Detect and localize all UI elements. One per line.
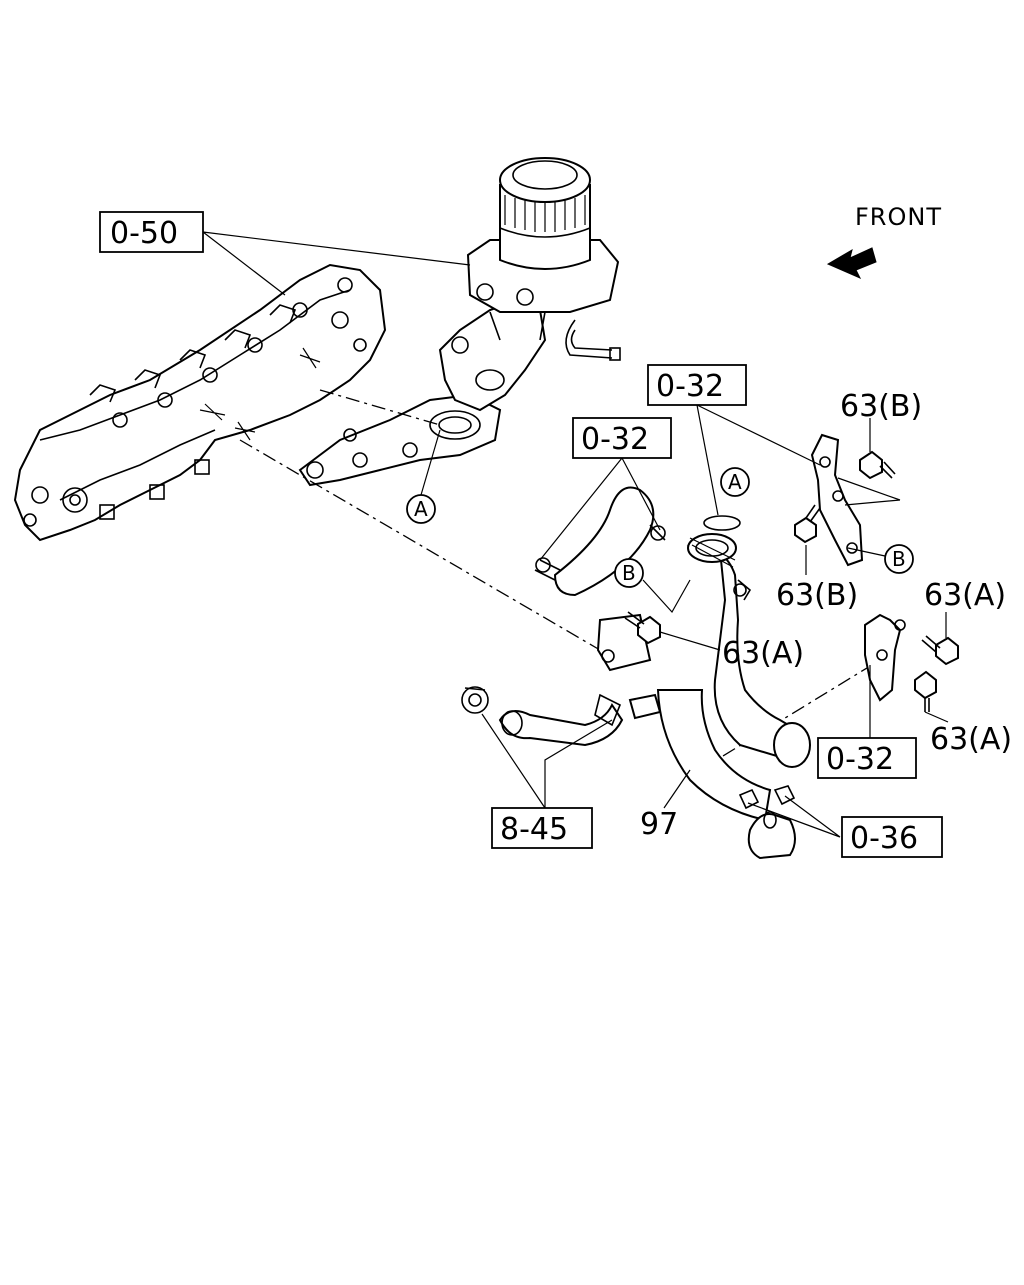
ref-box-0-32-bottom (817, 737, 917, 779)
marker-a-pipe: A (728, 470, 742, 494)
bracket-upper (810, 433, 864, 567)
exhaust-manifold (13, 263, 387, 542)
leader-97 (663, 769, 691, 809)
front-label: FRONT (855, 203, 942, 231)
o-ring (703, 515, 741, 531)
bolt-63a-right-top (921, 635, 959, 666)
part-63a-right-bottom-label: 63(A) (930, 722, 1012, 757)
part-63b-top-label: 63(B) (840, 389, 922, 424)
front-arrow-icon (826, 247, 877, 280)
leader-0-36 (747, 795, 841, 838)
marker-b-pipe: B (622, 561, 636, 585)
ref-0-50[interactable]: 0-50 (110, 216, 178, 251)
oil-line (565, 319, 613, 359)
leader-0-32-top (696, 404, 821, 516)
bolt-63a-center (624, 611, 661, 645)
oil-line-fitting (609, 347, 621, 361)
coolant-hose-upper (534, 486, 666, 597)
bolt-63a-right-bottom (914, 670, 937, 712)
ref-0-32-bottom[interactable]: 0-32 (826, 742, 894, 777)
marker-a-pipe-circle (720, 467, 750, 497)
ref-0-36[interactable]: 0-36 (850, 821, 918, 856)
marker-b-bracket-circle (884, 544, 914, 574)
ref-box-0-32-top (647, 364, 747, 406)
ref-box-0-36 (841, 816, 943, 858)
bolt-63b-upper (859, 450, 896, 480)
coolant-pipe-97 (596, 533, 811, 822)
alignment-line-1 (239, 439, 601, 651)
leader-marker-b-pipe (642, 579, 691, 614)
leader-0-32-left (539, 457, 661, 561)
part-97-label: 97 (640, 807, 678, 842)
ref-box-0-50 (99, 211, 204, 253)
ref-box-0-32-left (572, 417, 672, 459)
coolant-hose-lower (461, 686, 624, 747)
alignment-line-2 (319, 389, 441, 426)
leader-63a-right (924, 612, 949, 723)
small-hose-clips (738, 785, 796, 860)
leader-63a-center (659, 631, 721, 651)
marker-a-manifold: A (414, 497, 428, 521)
alignment-line-3 (699, 659, 881, 771)
flange-gasket (298, 393, 502, 487)
leader-bracket-b (837, 477, 901, 557)
leader-marker-a-manifold (420, 429, 441, 496)
bolt-63b-lower (794, 504, 821, 544)
bracket-lower (864, 613, 906, 702)
ref-0-32-left[interactable]: 0-32 (581, 422, 649, 457)
part-63a-right-top-label: 63(A) (924, 578, 1006, 613)
leader-0-50 (202, 231, 471, 296)
oil-filter-cartridge (499, 157, 591, 270)
part-63b-mid-label: 63(B) (776, 578, 858, 613)
ref-0-32-top[interactable]: 0-32 (656, 369, 724, 404)
ref-8-45[interactable]: 8-45 (500, 812, 568, 847)
ref-box-8-45 (491, 807, 593, 849)
part-63a-center-label: 63(A) (722, 636, 804, 671)
marker-b-bracket: B (892, 547, 906, 571)
marker-b-pipe-circle (614, 558, 644, 588)
leader-8-45 (481, 713, 613, 809)
